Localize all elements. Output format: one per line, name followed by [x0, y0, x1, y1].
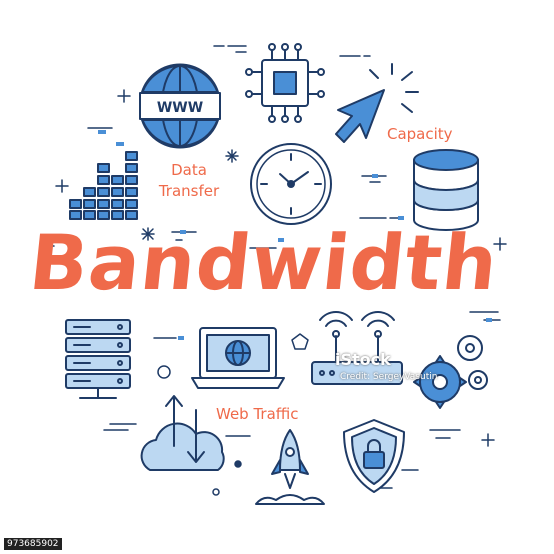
server-rack-icon	[65, 319, 131, 399]
shield-lock-icon	[343, 419, 405, 493]
data-transfer-label: Data Transfer	[150, 160, 228, 202]
router-icon	[311, 311, 403, 385]
image-number: 973685902	[4, 538, 62, 550]
watermark-credit: Credit: SergeyVasutin	[340, 372, 438, 382]
clock-icon	[250, 143, 332, 225]
data-transfer-label-line1: Data	[171, 161, 207, 179]
globe-icon: WWW	[139, 63, 221, 149]
rocket-icon	[255, 429, 325, 505]
cloud-transfer-icon	[140, 395, 225, 471]
watermark-logo: iStock	[335, 350, 391, 369]
www-text: WWW	[157, 100, 203, 116]
database-icon	[413, 149, 479, 231]
laptop-icon	[191, 327, 285, 389]
cursor-arrow-icon	[335, 63, 419, 143]
bandwidth-bars-icon	[69, 130, 138, 220]
web-traffic-label: Web Traffic	[216, 405, 299, 423]
data-transfer-label-line2: Transfer	[158, 182, 220, 200]
capacity-label: Capacity	[387, 125, 453, 143]
gears-icon	[413, 335, 488, 409]
pentagon-decoration	[291, 333, 309, 350]
page-title: Bandwidth	[25, 218, 503, 307]
cpu-chip-icon	[245, 43, 325, 123]
